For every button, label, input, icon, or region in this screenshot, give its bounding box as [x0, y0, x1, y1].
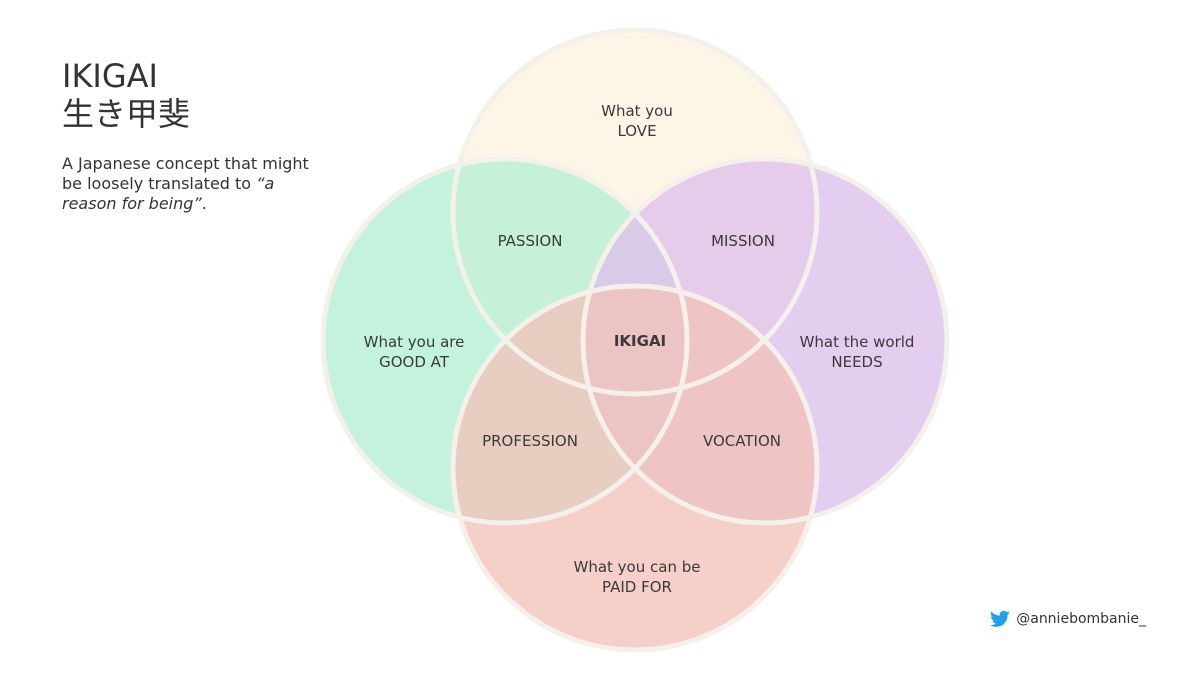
vocation-label: VOCATION — [703, 432, 781, 450]
love-label-line2: LOVE — [617, 122, 656, 140]
love-label-line1: What you — [601, 102, 673, 120]
twitter-handle[interactable]: @anniebombanie_ — [1016, 611, 1146, 627]
page-title-japanese: 生き甲斐 — [62, 95, 191, 133]
world-needs-label-line1: What the world — [800, 333, 915, 351]
description: A Japanese concept that might be loosely… — [62, 154, 312, 214]
world-needs-label-line2: NEEDS — [831, 353, 882, 371]
title-block: IKIGAI 生き甲斐 — [62, 58, 190, 134]
paid-for-label-line2: PAID FOR — [602, 578, 672, 596]
description-suffix: . — [201, 194, 207, 213]
good-at-label-line1: What you are — [364, 333, 465, 351]
circle-outlines — [320, 27, 950, 653]
twitter-bird-icon — [990, 610, 1010, 627]
description-text: A Japanese concept that might be loosely… — [62, 154, 309, 193]
good-at-label-line2: GOOD AT — [379, 353, 450, 371]
author-credit[interactable]: @anniebombanie_ — [990, 610, 1146, 628]
passion-label: PASSION — [498, 232, 563, 250]
ikigai-center-label: IKIGAI — [614, 332, 666, 350]
mission-label: MISSION — [711, 232, 775, 250]
paid-for-label-line1: What you can be — [574, 558, 701, 576]
page-title: IKIGAI — [62, 57, 158, 95]
description-quote: “a reason for being” — [62, 174, 275, 213]
profession-label: PROFESSION — [482, 432, 578, 450]
